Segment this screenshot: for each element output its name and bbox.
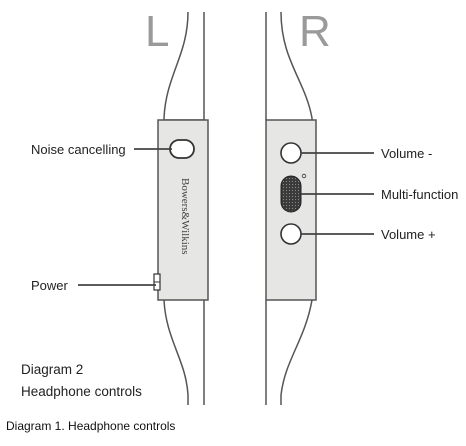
noise-cancelling-switch[interactable] — [169, 139, 195, 159]
volume-minus-button[interactable] — [280, 142, 302, 164]
volume-plus-button[interactable] — [280, 223, 302, 245]
right-side-letter: R — [299, 7, 331, 56]
left-side-letter: L — [145, 7, 170, 56]
left-cable-lower — [163, 299, 205, 405]
right-cable-lower — [265, 299, 313, 405]
noise-cancelling-label: Noise cancelling — [31, 142, 126, 157]
volume-minus-label: Volume - — [381, 146, 433, 161]
brand-text: Bowers&Wilkins — [179, 178, 191, 255]
multi-function-button[interactable] — [280, 175, 302, 213]
volume-plus-label: Volume + — [381, 227, 436, 242]
left-cable-upper — [163, 11, 205, 121]
right-cable-upper — [265, 11, 313, 120]
power-label: Power — [31, 278, 68, 293]
multi-function-label: Multi-function — [381, 187, 459, 202]
diagram-caption-line2: Headphone controls — [21, 384, 142, 399]
diagram-caption-line1: Diagram 2 — [21, 362, 84, 377]
footer-caption: Diagram 1. Headphone controls — [6, 419, 176, 433]
multi-function-indicator-dot — [301, 173, 307, 179]
